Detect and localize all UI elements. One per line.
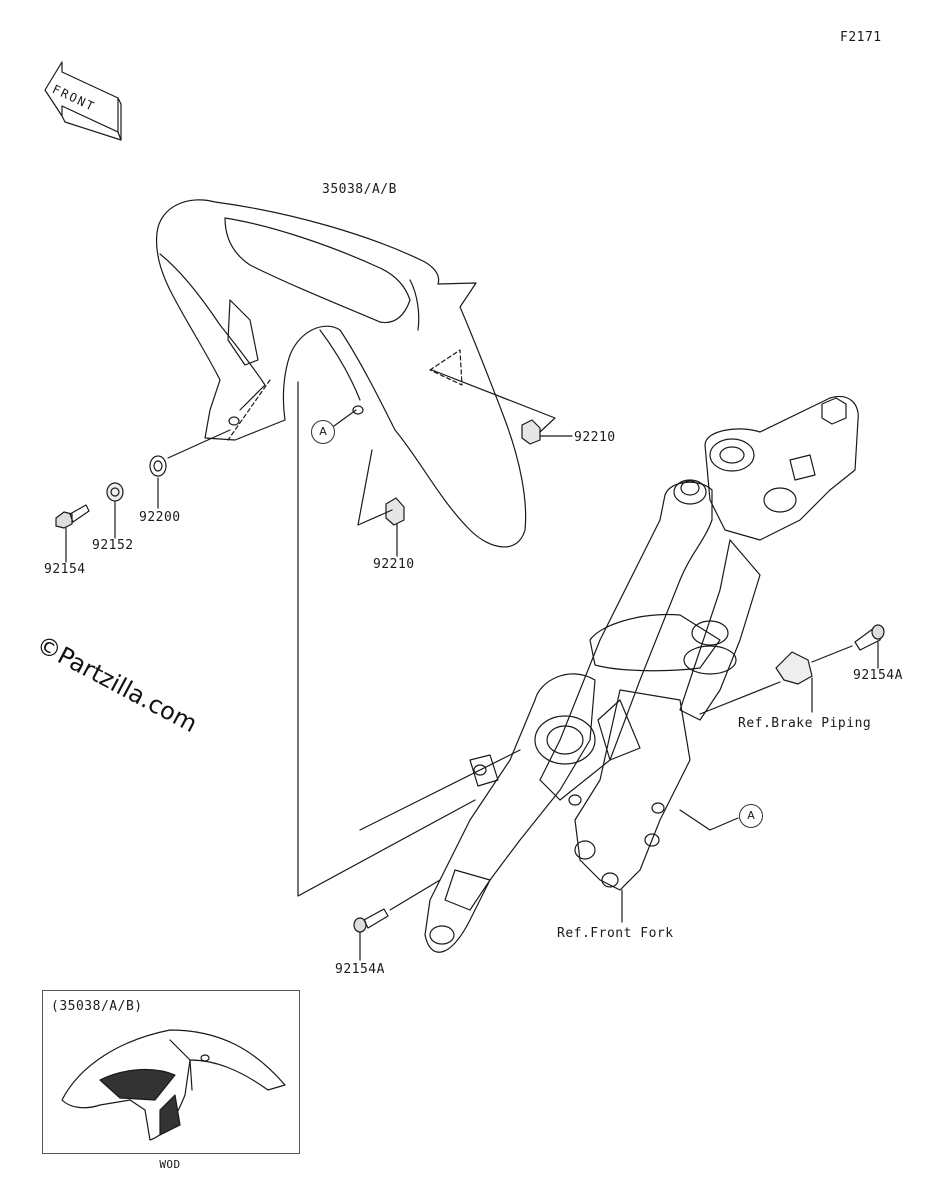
callout-a-fork: A	[739, 804, 763, 828]
collar-icon	[106, 482, 124, 502]
bolt-icon	[854, 624, 885, 651]
part-label-92200[interactable]: 92200	[139, 510, 181, 525]
diagram-code: F2171	[840, 30, 882, 45]
bolt-icon	[353, 908, 389, 933]
ref-brake-piping-label[interactable]: Ref.Brake Piping	[738, 716, 872, 731]
inset-panel: (35038/A/B)	[42, 990, 300, 1154]
part-label-92210-b[interactable]: 92210	[373, 557, 415, 572]
part-label-92154a-right[interactable]: 92154A	[853, 668, 903, 683]
ref-front-fork-label[interactable]: Ref.Front Fork	[557, 926, 674, 941]
clip-icon	[385, 497, 405, 526]
part-label-92152[interactable]: 92152	[92, 538, 134, 553]
bolt-icon	[55, 504, 90, 529]
part-label-92210-a[interactable]: 92210	[574, 430, 616, 445]
inset-caption: WOD	[159, 1158, 181, 1171]
front-arrow-icon	[44, 61, 122, 141]
inset-fender-drawing	[61, 1029, 286, 1141]
part-label-fender[interactable]: 35038/A/B	[322, 182, 397, 197]
brake-clamp-icon	[775, 651, 813, 685]
front-fender	[155, 199, 527, 548]
callout-a-fender: A	[311, 420, 335, 444]
part-label-92154[interactable]: 92154	[44, 562, 86, 577]
front-fork-assembly	[424, 396, 859, 953]
clip-icon	[521, 419, 541, 445]
part-label-92154a-bottom[interactable]: 92154A	[335, 962, 385, 977]
inset-title: (35038/A/B)	[51, 999, 143, 1014]
washer-icon	[149, 455, 167, 477]
